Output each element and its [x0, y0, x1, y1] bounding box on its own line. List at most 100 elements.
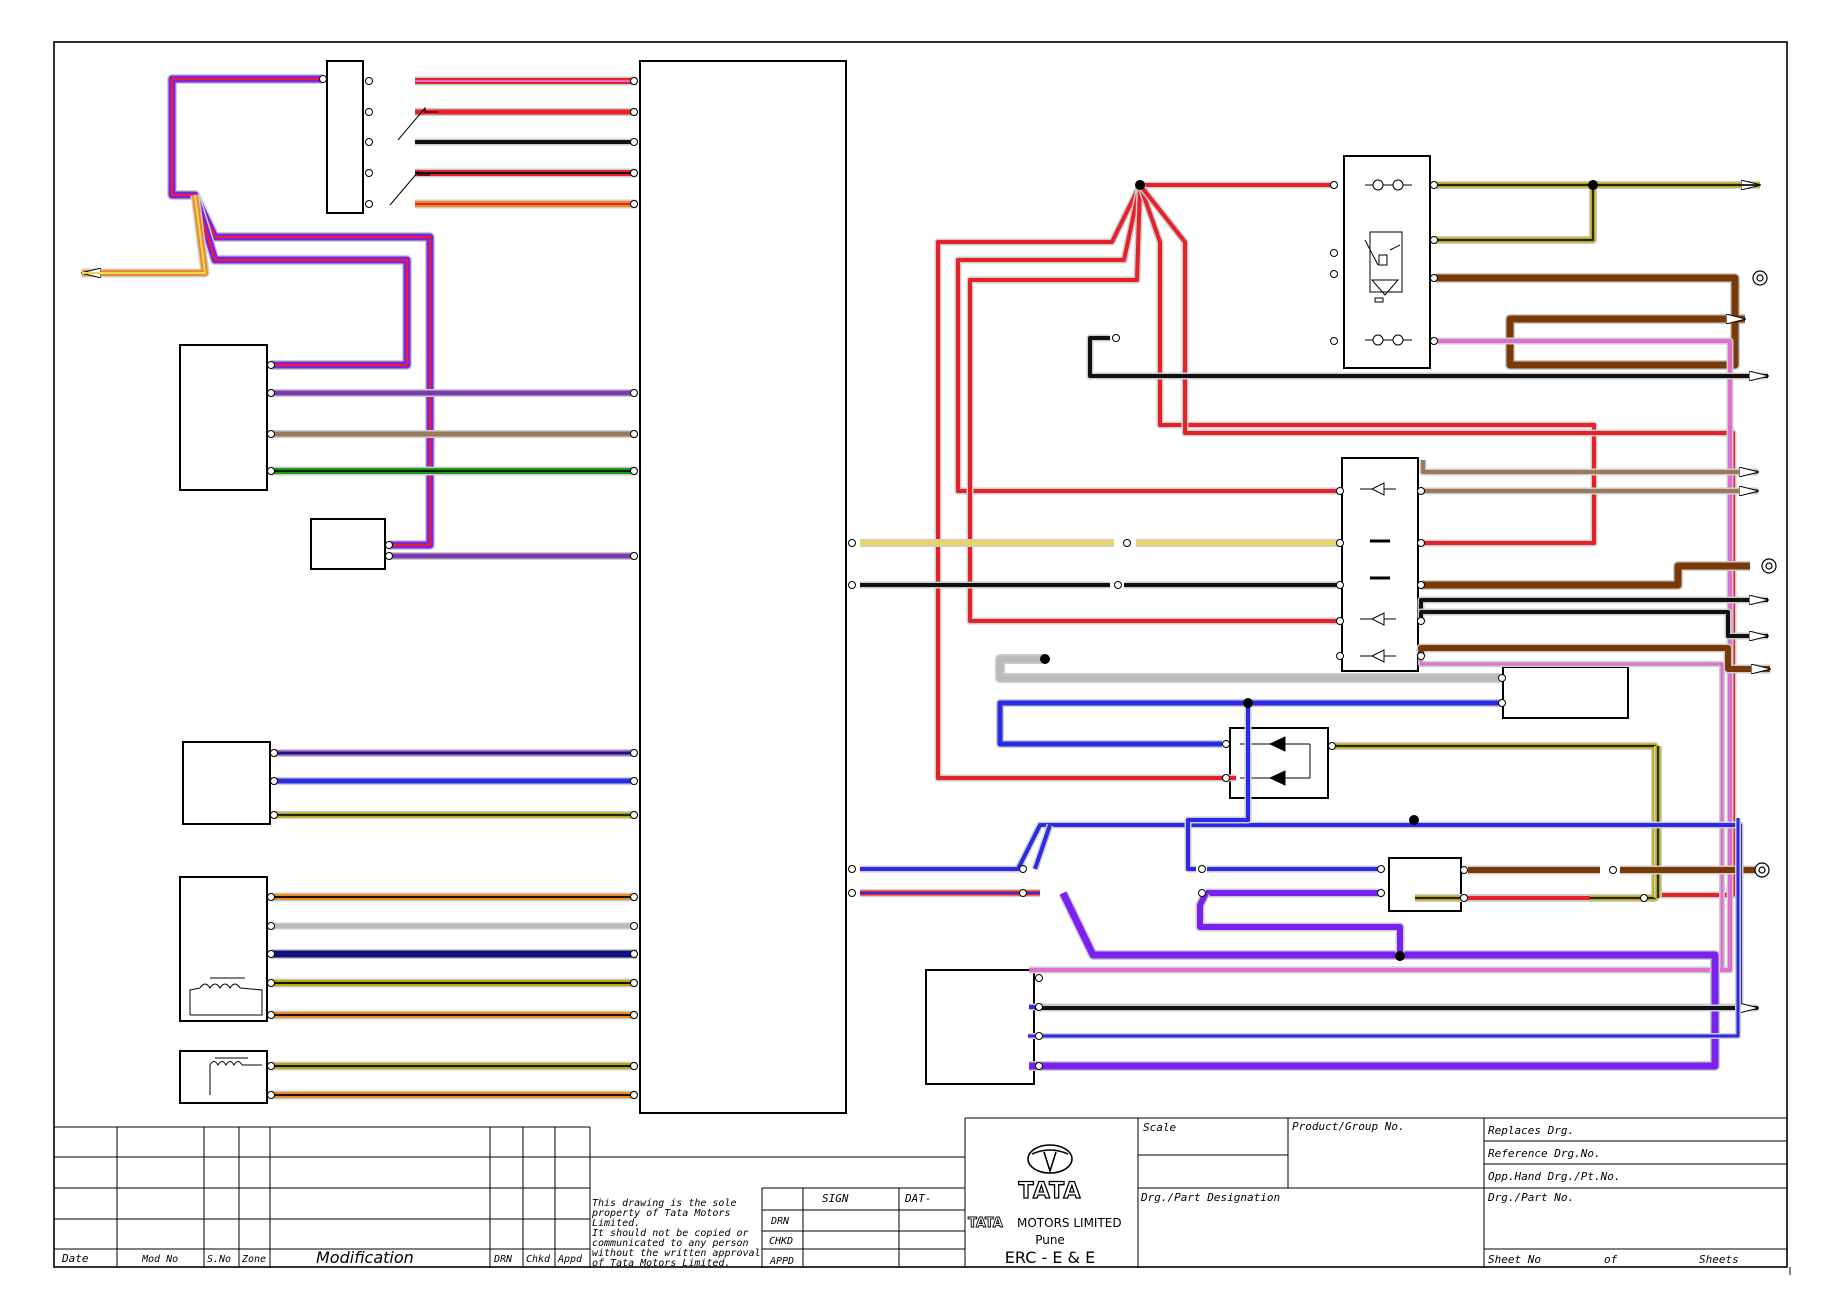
appd-label: APPD [769, 1256, 794, 1267]
wire-halo [1436, 185, 1597, 244]
connector-pin [1460, 866, 1468, 874]
connector-pin [267, 1062, 275, 1070]
rev-header: Mod No [141, 1254, 178, 1265]
rev-header: Chkd [526, 1254, 551, 1265]
rev-header: Zone [241, 1254, 266, 1265]
connector-pin [630, 108, 638, 116]
wire-halo [934, 183, 1236, 782]
copyright-line: This drawing is the sole [592, 1198, 737, 1209]
location: Pune [1035, 1233, 1065, 1247]
part-designation-label: Drg./Part Designation [1140, 1191, 1280, 1204]
connector-pin [848, 889, 856, 897]
wire-black [1419, 610, 1768, 636]
copyright-line: of Tata Motors Limited. [592, 1258, 730, 1269]
connector-pin [630, 777, 638, 785]
connector-pin [267, 467, 275, 475]
tata-logo-text: TATA [1019, 1179, 1082, 1204]
copyright-line: It should not be copied or [592, 1228, 749, 1239]
connector-top-left [326, 60, 364, 214]
connector-pin [630, 1091, 638, 1099]
connector-pin [267, 361, 275, 369]
title-block-text: Date Mod No S.No Zone Modification DRN C… [61, 1120, 1739, 1269]
connector-pin [1198, 889, 1206, 897]
wire-violet [1029, 891, 1719, 1070]
wire-black [1088, 336, 1768, 376]
wire-tan [1421, 460, 1758, 472]
wire-violet [1197, 891, 1403, 956]
wire-tracer-yellow [82, 194, 206, 274]
connector-pin [365, 108, 373, 116]
connector-pin [1035, 1062, 1043, 1070]
module-left-upper [179, 344, 268, 491]
wire-tracer-red [193, 194, 409, 367]
module-bottom-right [925, 969, 1035, 1085]
connector-pin [630, 169, 638, 177]
wire-grey [996, 655, 1500, 682]
connector-pin [1328, 742, 1336, 750]
copyright-line: communicated to any person [592, 1238, 749, 1249]
connector-pin [385, 541, 393, 549]
drn-label: DRN [770, 1216, 790, 1227]
small-relay-box [310, 518, 386, 570]
copyright-line: property of Tata Motors [591, 1208, 730, 1219]
connector-pin [1336, 581, 1344, 589]
connector-pin [1417, 652, 1425, 660]
module-right [1502, 666, 1629, 719]
company-logo-text: TATA [968, 1216, 1003, 1231]
junction-dots [1040, 180, 1598, 961]
rev-header: Modification [316, 1248, 414, 1267]
connector-pin [319, 75, 327, 83]
connector-pin [1112, 334, 1120, 342]
rev-header: DRN [493, 1254, 513, 1265]
connector-pin [270, 811, 278, 819]
connector-pin [1019, 865, 1027, 873]
connector-pin [1198, 865, 1206, 873]
chkd-label: CHKD [769, 1236, 793, 1247]
switch-indicator-panel [1341, 457, 1419, 672]
connector-pin [1609, 866, 1617, 874]
wire-blue [1186, 703, 1250, 871]
connector-pin [385, 552, 393, 560]
connector-pin [1377, 889, 1385, 897]
sign-header: SIGN [822, 1192, 849, 1205]
rev-header: Appd [557, 1254, 583, 1265]
connector-pin [1336, 487, 1344, 495]
connector-pin [630, 979, 638, 987]
wire-red [1138, 184, 1596, 545]
company-name: MOTORS LIMITED [1017, 1216, 1122, 1230]
wire-halo [1417, 608, 1768, 640]
wire-red [936, 184, 1236, 780]
of-label: of [1604, 1253, 1618, 1266]
connector-pin [1330, 270, 1338, 278]
connector-pin [630, 552, 638, 560]
coil-module-1 [179, 876, 268, 1022]
wire-orange [82, 194, 208, 273]
scale-label: Scale [1143, 1121, 1176, 1134]
components [179, 60, 1629, 1114]
connector-pin [1417, 617, 1425, 625]
connector-pin [1417, 539, 1425, 547]
wire-halo [966, 184, 1338, 625]
wire-blue [1028, 818, 1740, 1038]
copyright-line: without the written approval [592, 1248, 761, 1259]
copyright-line: Limited. [592, 1218, 640, 1229]
connector-pin [267, 1011, 275, 1019]
connector-pin [267, 893, 275, 901]
tata-logo-icon [1027, 1144, 1073, 1174]
connector-pin [848, 539, 856, 547]
slash-marks [389, 106, 438, 206]
component-symbols [189, 179, 1412, 1095]
connector-pin [630, 77, 638, 85]
wire-halo [190, 193, 412, 370]
connector-pin [1222, 774, 1230, 782]
connector-pin [630, 138, 638, 146]
connector-pin [1430, 337, 1438, 345]
connector-pin [848, 581, 856, 589]
connector-pin [848, 865, 856, 873]
relay-module [1343, 155, 1431, 369]
wire-blue [1033, 824, 1052, 870]
opp-hand-label: Opp.Hand Drg./Pt.No. [1488, 1170, 1620, 1183]
connector-pin [267, 950, 275, 958]
wire-red [968, 184, 1338, 623]
